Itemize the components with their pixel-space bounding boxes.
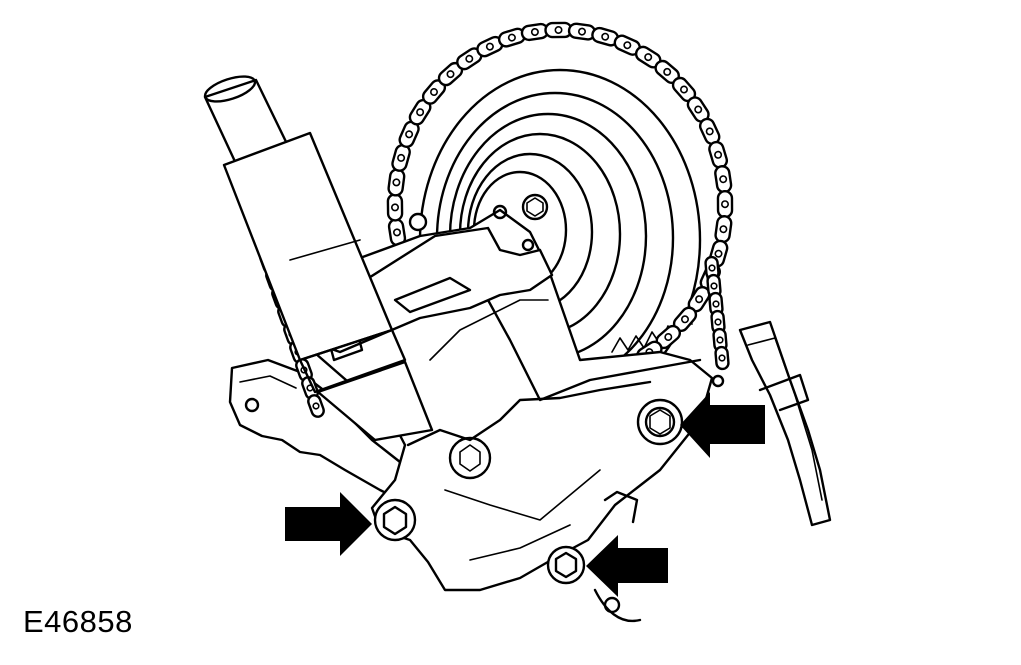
chain-link [710, 309, 726, 335]
bolt-left [373, 498, 417, 542]
camshaft-center-bolt [408, 193, 549, 232]
arrow-lower [586, 535, 668, 597]
chain-link [714, 165, 733, 194]
chain-link [714, 215, 733, 244]
timing-chain [259, 21, 734, 418]
lower-chain-fragment [593, 490, 642, 623]
actuator-cylinder [203, 75, 434, 442]
arrow-left [285, 492, 372, 556]
chain-link [712, 327, 728, 353]
chain-link [716, 190, 734, 219]
figure-id-label: E46858 [23, 604, 133, 639]
chain-link [714, 345, 730, 371]
chain-link [708, 140, 729, 169]
bolt-upper-right [636, 398, 684, 446]
chain-link [698, 117, 721, 146]
chain-link [408, 98, 432, 126]
arrow-upper-right [680, 392, 765, 458]
engine-block-left [228, 358, 402, 502]
chain-link [544, 21, 573, 39]
bolt-lower [546, 545, 586, 585]
chain-link [307, 394, 325, 418]
chain-link [387, 168, 406, 197]
chain-link [386, 193, 404, 222]
chain-guide-right [711, 320, 832, 527]
chain-link [706, 273, 722, 299]
